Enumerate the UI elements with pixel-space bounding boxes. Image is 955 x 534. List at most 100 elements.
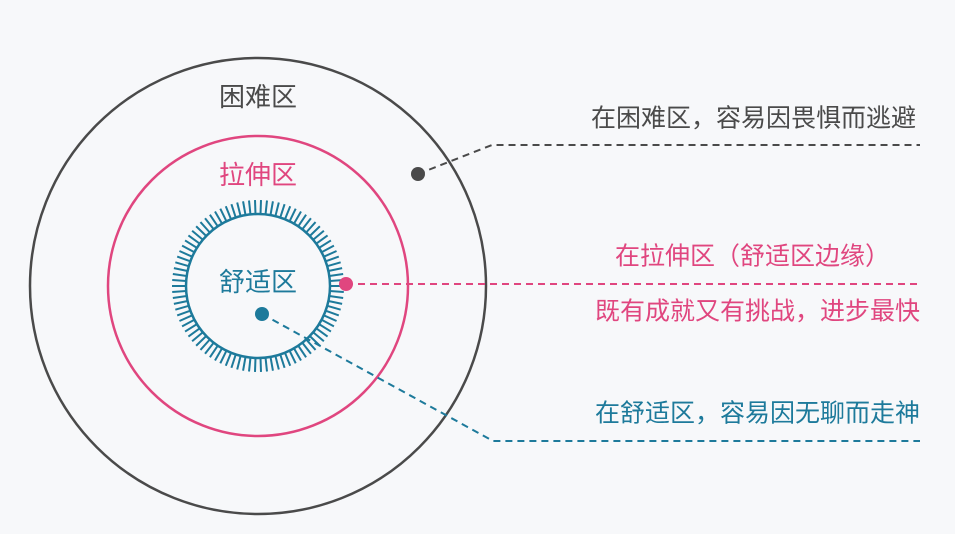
comfort-tick bbox=[172, 279, 187, 282]
comfort-tick bbox=[301, 342, 312, 355]
comfort-tick bbox=[279, 354, 286, 369]
comfort-tick bbox=[297, 345, 307, 358]
stretch-note-line1: 在拉伸区（舒适区边缘） bbox=[615, 242, 890, 271]
comfort-tick bbox=[326, 304, 341, 311]
comfort-tick bbox=[184, 323, 198, 333]
comfort-tick bbox=[242, 201, 247, 216]
comfort-tick bbox=[325, 255, 340, 263]
difficult-marker-dot bbox=[411, 167, 425, 181]
comfort-tick bbox=[284, 205, 292, 220]
comfort-marker-dot bbox=[255, 307, 269, 321]
stretch-note-line2: 既有成就又有挑战，进步最快 bbox=[595, 297, 920, 326]
comfort-tick bbox=[318, 323, 332, 333]
difficult-note: 在困难区，容易因畏惧而逃避 bbox=[591, 104, 916, 133]
difficult-zone-pointer bbox=[411, 144, 920, 181]
comfort-tick bbox=[224, 205, 232, 220]
stretch-marker-dot bbox=[339, 277, 353, 291]
comfort-tick bbox=[172, 295, 187, 299]
comfort-tick bbox=[301, 217, 312, 230]
comfort-tick bbox=[315, 234, 329, 245]
comfort-tick bbox=[284, 352, 292, 367]
comfort-tick bbox=[230, 203, 237, 218]
comfort-tick bbox=[312, 229, 325, 241]
comfort-tick bbox=[184, 239, 198, 249]
comfort-tick bbox=[242, 356, 247, 371]
comfort-tick bbox=[328, 299, 343, 305]
comfort-tick bbox=[175, 304, 190, 311]
comfort-tick bbox=[191, 331, 204, 343]
comfort-tick bbox=[248, 200, 252, 215]
comfort-tick bbox=[248, 357, 252, 372]
stretch-zone-label: 拉伸区 bbox=[219, 161, 297, 191]
comfort-tick bbox=[195, 335, 207, 347]
comfort-tick bbox=[329, 295, 344, 299]
comfort-tick bbox=[297, 214, 307, 227]
comfort-tick bbox=[199, 221, 211, 234]
comfort-tick bbox=[279, 203, 286, 218]
stretch-zone-pointer bbox=[339, 277, 920, 291]
comfort-tick bbox=[195, 225, 207, 237]
comfort-tick bbox=[204, 217, 215, 230]
comfort-tick bbox=[219, 350, 228, 364]
comfort-tick bbox=[288, 350, 297, 364]
comfort-tick bbox=[176, 309, 191, 317]
comfort-tick bbox=[326, 261, 341, 268]
comfort-tick bbox=[318, 239, 332, 249]
comfort-tick bbox=[236, 355, 242, 370]
comfort-tick bbox=[187, 234, 201, 245]
comfort-tick bbox=[269, 201, 274, 216]
comfort-tick bbox=[214, 211, 223, 225]
comfort-tick bbox=[305, 221, 317, 234]
comfort-tick bbox=[181, 244, 195, 254]
comfort-zone-ticks bbox=[172, 200, 344, 372]
comfort-tick bbox=[323, 250, 337, 258]
comfort-tick bbox=[173, 299, 188, 305]
comfort-tick bbox=[305, 338, 317, 351]
comfort-tick bbox=[209, 214, 219, 227]
comfort-tick bbox=[269, 356, 274, 371]
comfort-tick bbox=[315, 327, 329, 338]
comfort-tick bbox=[191, 229, 204, 241]
comfort-tick bbox=[293, 347, 302, 361]
comfort-tick bbox=[179, 250, 193, 258]
comfort-tick bbox=[187, 327, 201, 338]
comfort-tick bbox=[264, 357, 268, 372]
comfort-tick bbox=[172, 290, 187, 293]
comfort-tick bbox=[329, 290, 344, 293]
comfort-tick bbox=[199, 338, 211, 351]
comfort-leader-line bbox=[261, 313, 920, 442]
comfort-tick bbox=[329, 273, 344, 277]
stretch-zone-circle bbox=[106, 134, 410, 438]
comfort-tick bbox=[321, 318, 335, 328]
comfort-tick bbox=[274, 355, 280, 370]
comfort-tick bbox=[274, 202, 280, 217]
comfort-tick bbox=[176, 255, 191, 263]
comfort-tick bbox=[230, 354, 237, 369]
comfort-tick bbox=[312, 331, 325, 343]
comfort-tick bbox=[264, 200, 268, 215]
difficult-zone-circle bbox=[28, 56, 488, 516]
comfort-tick bbox=[219, 208, 228, 222]
comfort-zone-label: 舒适区 bbox=[219, 268, 297, 298]
difficult-zone-label: 困难区 bbox=[219, 83, 297, 113]
comfort-note: 在舒适区，容易因无聊而走神 bbox=[595, 399, 920, 428]
difficult-leader-line bbox=[417, 144, 920, 175]
comfort-tick bbox=[321, 244, 335, 254]
comfort-tick bbox=[288, 208, 297, 222]
comfort-tick bbox=[224, 352, 232, 367]
comfort-tick bbox=[204, 342, 215, 355]
comfort-tick bbox=[328, 267, 343, 273]
comfort-tick bbox=[179, 314, 193, 322]
comfort-tick bbox=[172, 273, 187, 277]
comfort-tick bbox=[323, 314, 337, 322]
comfort-tick bbox=[309, 225, 321, 237]
comfort-zone-circle bbox=[184, 212, 332, 360]
comfort-tick bbox=[236, 202, 242, 217]
comfort-tick bbox=[175, 261, 190, 268]
comfort-tick bbox=[173, 267, 188, 273]
comfort-tick bbox=[214, 347, 223, 361]
comfort-tick bbox=[209, 345, 219, 358]
comfort-tick bbox=[293, 211, 302, 225]
comfort-tick bbox=[325, 309, 340, 317]
